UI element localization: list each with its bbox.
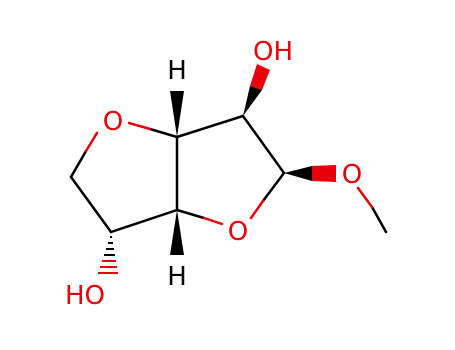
wedge-bonds (170, 64, 336, 255)
wedge-oh-black (243, 86, 262, 116)
hydroxyl-bottom: HO (65, 281, 105, 311)
wedge-ome-black (284, 166, 312, 181)
bond-methoxy-o-red (356, 186, 374, 209)
wedge-oh-red (250, 64, 270, 90)
atom-labels: O O OH HO O H H (65, 37, 362, 311)
bond-coh-come (241, 114, 286, 175)
bond-ch2-choh (69, 175, 113, 234)
wedge-ome-red (312, 165, 336, 182)
bond-choh-c6a (109, 208, 179, 234)
bond-c3a-coh (175, 114, 245, 139)
ring-oxygen-left: O (103, 107, 123, 137)
bond-c3a-o-left-black (148, 127, 179, 139)
bond-ch2-black (69, 149, 88, 179)
hydroxyl-top: OH (253, 37, 293, 67)
wedge-h-top (170, 91, 184, 137)
bond-come-o-right-black (261, 171, 286, 203)
hashed-wedge-ho (98, 236, 118, 274)
hydrogen-top: H (167, 56, 187, 86)
wedge-h-bottom (170, 210, 184, 255)
bond-c6a-o-right-red (202, 216, 224, 226)
hydrogen-bottom: H (167, 262, 187, 292)
bond-methyl-black (370, 205, 388, 234)
oxygen-bond-halves (84, 121, 374, 226)
bond-come-o-right-red (249, 199, 265, 220)
bond-o-left-ch2-red (84, 131, 99, 153)
bond-c6a-o-right-black (175, 208, 206, 220)
ring-oxygen-right: O (228, 217, 248, 247)
bond-c3a-o-left-red (127, 121, 152, 131)
bonds (69, 114, 388, 234)
methoxy-oxygen: O (342, 160, 362, 190)
